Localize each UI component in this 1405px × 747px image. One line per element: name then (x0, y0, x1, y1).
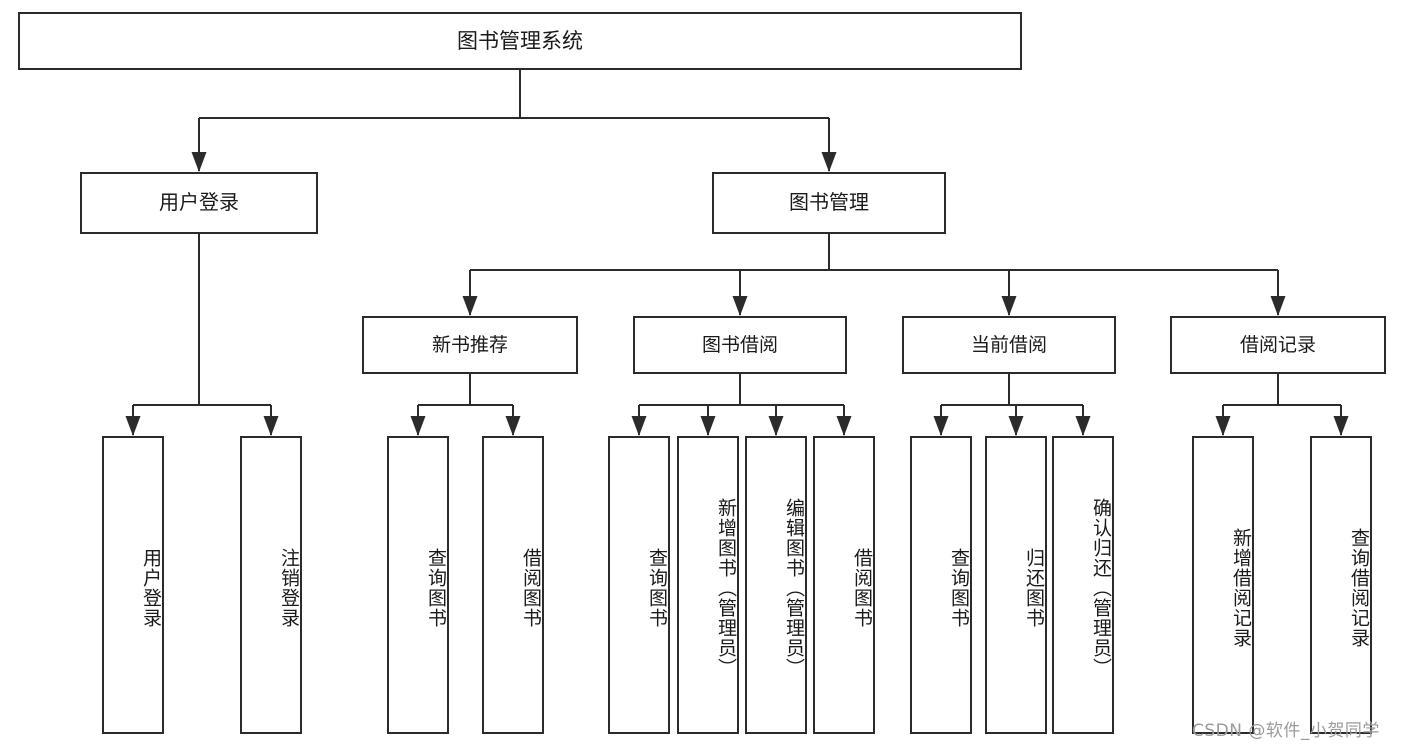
leaf-add-book-admin[interactable]: 新增图书（管理员） (677, 436, 739, 734)
node-label: 借阅记录 (1239, 333, 1316, 356)
leaf-borrow-book-recommend[interactable]: 借阅图书 (482, 436, 544, 734)
leaf-query-borrow-record[interactable]: 查询借阅记录 (1310, 436, 1372, 734)
node-label: 用户登录 (140, 548, 162, 628)
node-label: 新增图书（管理员） (715, 498, 737, 678)
node-label: 用户登录 (159, 190, 239, 215)
node-new-book-recommend[interactable]: 新书推荐 (362, 316, 578, 374)
node-label: 查询借阅记录 (1348, 528, 1370, 648)
leaf-query-book-borrow[interactable]: 查询图书 (608, 436, 670, 734)
leaf-return-book[interactable]: 归还图书 (985, 436, 1047, 734)
leaf-borrow-book[interactable]: 借阅图书 (813, 436, 875, 734)
leaf-query-book-current[interactable]: 查询图书 (910, 436, 972, 734)
node-label: 归还图书 (1023, 548, 1045, 628)
leaf-edit-book-admin[interactable]: 编辑图书（管理员） (745, 436, 807, 734)
node-current-borrow[interactable]: 当前借阅 (902, 316, 1116, 374)
node-root[interactable]: 图书管理系统 (18, 12, 1022, 70)
node-label: 借阅图书 (851, 548, 873, 628)
node-label: 图书借阅 (701, 333, 778, 356)
node-label: 查询图书 (646, 548, 668, 628)
watermark: CSDN @软件_小贺同学 (1192, 721, 1380, 741)
leaf-confirm-return-admin[interactable]: 确认归还（管理员） (1052, 436, 1114, 734)
node-book-management[interactable]: 图书管理 (712, 172, 946, 234)
node-label: 图书管理系统 (457, 28, 583, 53)
node-label: 查询图书 (948, 548, 970, 628)
node-label: 图书管理 (789, 190, 869, 215)
leaf-user-login[interactable]: 用户登录 (102, 436, 164, 734)
node-label: 借阅图书 (520, 548, 542, 628)
node-label: 确认归还（管理员） (1090, 498, 1112, 678)
leaf-logout[interactable]: 注销登录 (240, 436, 302, 734)
leaf-add-borrow-record[interactable]: 新增借阅记录 (1192, 436, 1254, 734)
node-label: 查询图书 (425, 548, 447, 628)
leaf-query-book-recommend[interactable]: 查询图书 (387, 436, 449, 734)
node-book-borrow[interactable]: 图书借阅 (633, 316, 847, 374)
node-label: 新书推荐 (431, 333, 508, 356)
node-label: 注销登录 (278, 548, 300, 628)
node-label: 新增借阅记录 (1230, 528, 1252, 648)
node-label: 编辑图书（管理员） (783, 498, 805, 678)
node-borrow-record[interactable]: 借阅记录 (1170, 316, 1386, 374)
node-user-login[interactable]: 用户登录 (80, 172, 318, 234)
node-label: 当前借阅 (970, 333, 1047, 356)
